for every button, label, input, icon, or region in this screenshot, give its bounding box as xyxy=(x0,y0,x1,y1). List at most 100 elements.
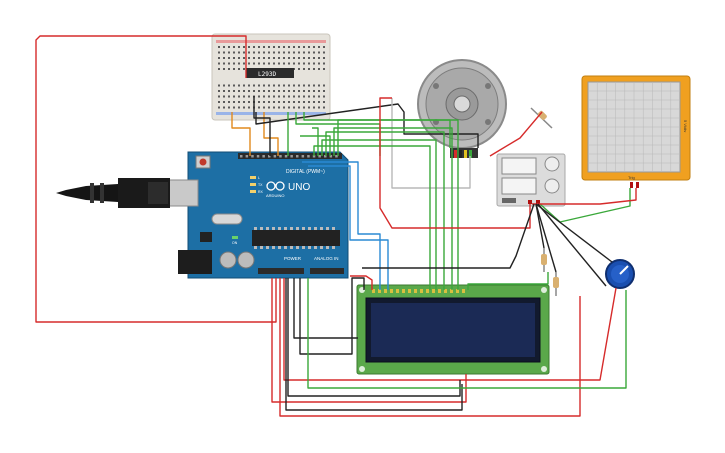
header-pin[interactable] xyxy=(273,155,277,158)
breadboard-hole[interactable] xyxy=(228,95,230,98)
breadboard-hole[interactable] xyxy=(308,51,310,54)
breadboard-hole[interactable] xyxy=(298,46,300,48)
breadboard-hole[interactable] xyxy=(268,90,270,92)
breadboard-hole[interactable] xyxy=(253,90,255,92)
breadboard-hole[interactable] xyxy=(278,84,280,87)
breadboard-hole[interactable] xyxy=(283,84,285,87)
breadboard-hole[interactable] xyxy=(248,106,250,109)
breadboard-hole[interactable] xyxy=(273,62,275,65)
breadboard-hole[interactable] xyxy=(238,68,240,70)
breadboard-hole[interactable] xyxy=(258,62,260,65)
lcd-pin[interactable] xyxy=(390,289,393,293)
breadboard-hole[interactable] xyxy=(288,62,290,65)
breadboard-hole[interactable] xyxy=(323,51,325,54)
breadboard-hole[interactable] xyxy=(268,84,270,87)
usb-cable[interactable] xyxy=(56,178,170,208)
breadboard-hole[interactable] xyxy=(308,68,310,70)
breadboard-hole[interactable] xyxy=(278,46,280,48)
breadboard-hole[interactable] xyxy=(218,106,220,109)
header-pin[interactable] xyxy=(324,155,327,158)
breadboard-hole[interactable] xyxy=(233,106,235,109)
breadboard-hole[interactable] xyxy=(288,57,290,59)
breadboard-hole[interactable] xyxy=(288,106,290,109)
breadboard-hole[interactable] xyxy=(238,106,240,109)
breadboard-hole[interactable] xyxy=(223,95,225,98)
breadboard-hole[interactable] xyxy=(308,95,310,98)
breadboard-hole[interactable] xyxy=(248,101,250,103)
breadboard-hole[interactable] xyxy=(303,51,305,54)
breadboard-hole[interactable] xyxy=(283,57,285,59)
breadboard-hole[interactable] xyxy=(303,84,305,87)
arduino-uno[interactable]: DIGITAL (PWM~) L TX RX UNO ARDUINO ON xyxy=(167,151,349,279)
lcd-pin[interactable] xyxy=(462,289,465,293)
breadboard-hole[interactable] xyxy=(308,62,310,65)
breadboard-hole[interactable] xyxy=(228,57,230,59)
power-jack[interactable] xyxy=(178,250,212,274)
header-pin[interactable] xyxy=(262,155,265,158)
breadboard-hole[interactable] xyxy=(263,57,265,59)
breadboard-hole[interactable] xyxy=(273,84,275,87)
breadboard-hole[interactable] xyxy=(238,51,240,54)
header-pin[interactable] xyxy=(290,155,293,158)
header-pin[interactable] xyxy=(318,155,321,158)
lcd-pin-header[interactable] xyxy=(372,289,465,293)
header-pin[interactable] xyxy=(296,155,299,158)
breadboard-hole[interactable] xyxy=(278,62,280,65)
breadboard-hole[interactable] xyxy=(313,106,315,109)
breadboard-hole[interactable] xyxy=(303,46,305,48)
breadboard-hole[interactable] xyxy=(283,90,285,92)
breadboard-hole[interactable] xyxy=(248,57,250,59)
header-pin[interactable] xyxy=(245,155,249,158)
breadboard-hole[interactable] xyxy=(293,57,295,59)
breadboard-hole[interactable] xyxy=(223,90,225,92)
lcd-pin[interactable] xyxy=(378,289,381,293)
breadboard-hole[interactable] xyxy=(233,46,235,48)
lcd-pin[interactable] xyxy=(396,289,399,293)
breadboard-hole[interactable] xyxy=(318,68,320,70)
breadboard-hole[interactable] xyxy=(278,101,280,103)
breadboard-hole[interactable] xyxy=(218,101,220,103)
breadboard-hole[interactable] xyxy=(298,68,300,70)
header-pin[interactable] xyxy=(240,155,243,158)
breadboard-hole[interactable] xyxy=(258,51,260,54)
l293d-chip[interactable] xyxy=(246,68,294,78)
breadboard-hole[interactable] xyxy=(293,46,295,48)
breadboard-hole[interactable] xyxy=(263,106,265,109)
breadboard-hole[interactable] xyxy=(238,90,240,92)
potentiometer[interactable] xyxy=(605,259,635,289)
breadboard-hole[interactable] xyxy=(308,90,310,92)
lcd-pin[interactable] xyxy=(432,289,435,293)
breadboard-hole[interactable] xyxy=(298,51,300,54)
breadboard-hole[interactable] xyxy=(298,57,300,59)
breadboard-hole[interactable] xyxy=(273,57,275,59)
breadboard-hole[interactable] xyxy=(243,84,245,87)
breadboard-hole[interactable] xyxy=(283,46,285,48)
usb-port[interactable] xyxy=(167,179,199,207)
breadboard-hole[interactable] xyxy=(288,95,290,98)
lcd-pin[interactable] xyxy=(438,289,441,293)
breadboard-hole[interactable] xyxy=(268,95,270,98)
breadboard-hole[interactable] xyxy=(258,95,260,98)
digital-header[interactable] xyxy=(238,153,342,159)
breadboard-hole[interactable] xyxy=(323,84,325,87)
breadboard-hole[interactable] xyxy=(283,106,285,109)
breadboard-hole[interactable] xyxy=(318,101,320,103)
breadboard-hole[interactable] xyxy=(223,46,225,48)
breadboard-hole[interactable] xyxy=(298,106,300,109)
breadboard-hole[interactable] xyxy=(218,95,220,98)
lcd-pin[interactable] xyxy=(444,289,447,293)
breadboard-hole[interactable] xyxy=(278,51,280,54)
analog-header[interactable] xyxy=(310,268,344,274)
breadboard-hole[interactable] xyxy=(228,62,230,65)
lcd-pin[interactable] xyxy=(420,289,423,293)
breadboard-hole[interactable] xyxy=(253,51,255,54)
breadboard-hole[interactable] xyxy=(253,84,255,87)
breadboard-hole[interactable] xyxy=(303,106,305,109)
breadboard-hole[interactable] xyxy=(298,101,300,103)
breadboard-hole[interactable] xyxy=(218,62,220,65)
breadboard-hole[interactable] xyxy=(228,46,230,48)
breadboard-hole[interactable] xyxy=(293,90,295,92)
breadboard-hole[interactable] xyxy=(228,101,230,103)
oscilloscope[interactable]: Trig 5 V/div xyxy=(581,75,691,188)
header-pin[interactable] xyxy=(284,155,288,158)
